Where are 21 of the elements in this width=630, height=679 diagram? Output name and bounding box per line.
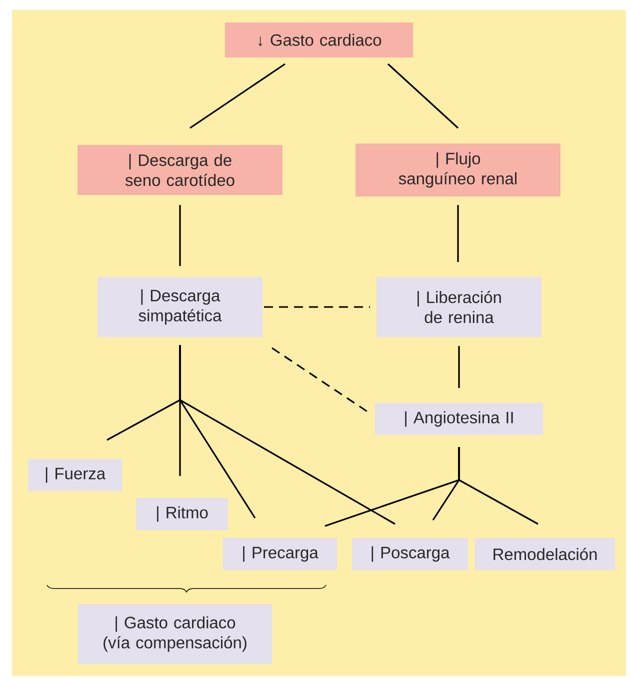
connector-line <box>179 205 181 266</box>
connector-line <box>190 63 286 129</box>
connector-line <box>387 63 459 129</box>
heading-box: ↓ Gasto cardiaco <box>225 22 413 58</box>
effect-box: | Descarga simpatética <box>98 277 262 337</box>
effect-box: | Liberación de renina <box>376 277 542 337</box>
connector-line <box>179 345 396 525</box>
effect-box: | Poscarga <box>352 538 468 570</box>
connector-line <box>264 306 370 308</box>
effect-box: | Ritmo <box>136 498 228 530</box>
effect-box: | Fuerza <box>28 459 122 491</box>
connector-line <box>458 447 538 525</box>
effect-box: | Angiotesina II <box>375 403 543 435</box>
effect-box: | Gasto cardiaco (vía compensación) <box>78 604 272 664</box>
connector-line <box>457 205 459 262</box>
process-box: | Flujo sanguíneo renal <box>356 144 560 196</box>
process-box: | Descarga de seno carotídeo <box>78 145 282 195</box>
effect-box: Remodelación <box>475 538 615 570</box>
connector-line <box>458 346 460 388</box>
connector-line <box>272 347 368 413</box>
effect-box: | Precarga <box>223 538 337 570</box>
